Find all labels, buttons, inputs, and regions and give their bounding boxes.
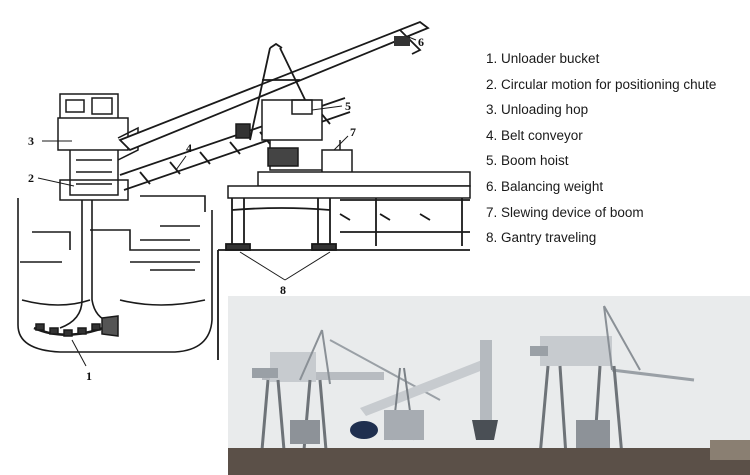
callout-7: 7 (350, 125, 356, 139)
callout-5: 5 (345, 99, 351, 113)
leader-lines (37, 35, 417, 367)
callout-4: 4 (186, 141, 192, 155)
gantry-drawing (225, 198, 470, 251)
legend-item-4: 4. Belt conveyor (486, 127, 583, 143)
legend-item-7: 7. Slewing device of boom (486, 204, 644, 220)
crane-left (252, 329, 441, 451)
legend-item-5: 5. Boom hoist (486, 153, 569, 169)
quay-ground (228, 448, 750, 475)
legend-item-8: 8. Gantry traveling (486, 230, 597, 246)
quay-building (710, 440, 750, 460)
crane-middle (350, 340, 498, 441)
vertical-chute (59, 200, 111, 329)
portal-machinery (227, 149, 471, 199)
bucket-photo (350, 421, 378, 439)
legend-item-1: 1. Unloader bucket (486, 51, 600, 66)
callout-6: 6 (418, 35, 424, 49)
callout-3: 3 (28, 134, 34, 148)
callout-1: 1 (86, 369, 92, 383)
quay-line (217, 249, 470, 360)
boom-hoist-house (235, 99, 341, 171)
line-drawing: 3 2 4 5 7 6 8 1 (17, 20, 471, 383)
ship-hull (17, 195, 213, 353)
lifting-tower (57, 93, 139, 201)
legend-item-2: 2. Circular motion for positioning chute (486, 76, 717, 92)
balancing-weight-drawing (394, 36, 410, 46)
photo (228, 296, 750, 475)
crane-right (530, 305, 695, 457)
callout-8: 8 (280, 283, 286, 297)
boom (118, 20, 430, 191)
callout-2: 2 (28, 171, 34, 185)
legend: 1. Unloader bucket 2. Circular motion fo… (486, 46, 716, 251)
legend-item-3: 3. Unloading hop (486, 102, 589, 118)
unloader-bucket-drawing (33, 315, 119, 337)
legend-item-6: 6. Balancing weight (486, 178, 604, 194)
